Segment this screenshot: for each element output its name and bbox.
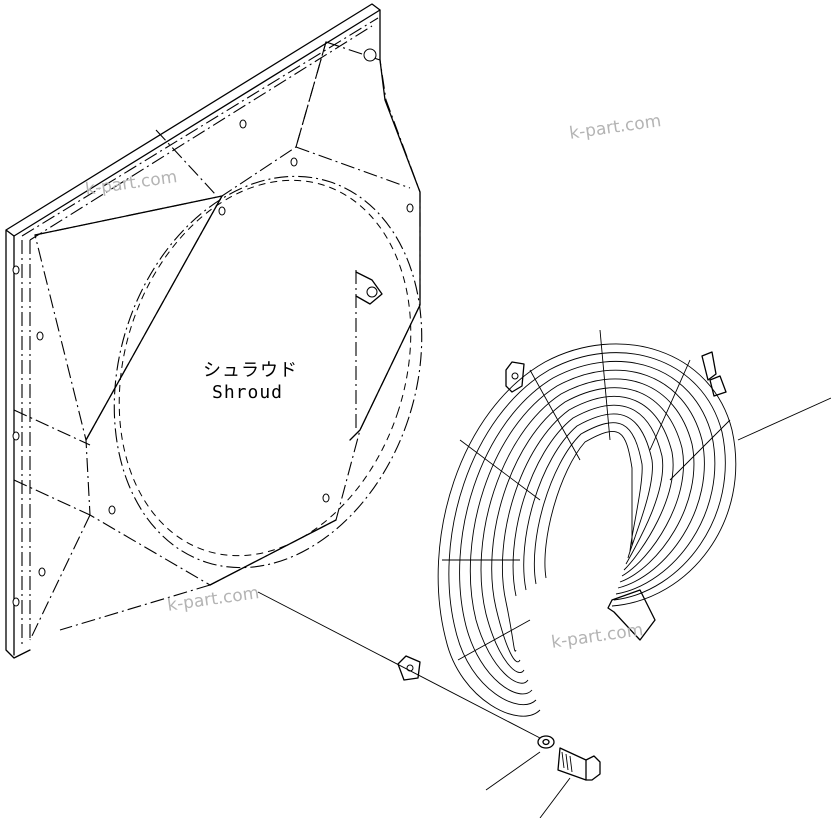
shroud-label-en: Shroud [212, 382, 284, 403]
fan-guard [397, 329, 737, 717]
nut-icon [366, 286, 378, 298]
shroud-panel [5, 3, 423, 659]
nut-icon [363, 48, 377, 62]
leader-lines [257, 397, 831, 818]
washer [537, 735, 555, 749]
shroud-label-jp: シュラウド [203, 360, 298, 381]
bolt [557, 747, 601, 781]
